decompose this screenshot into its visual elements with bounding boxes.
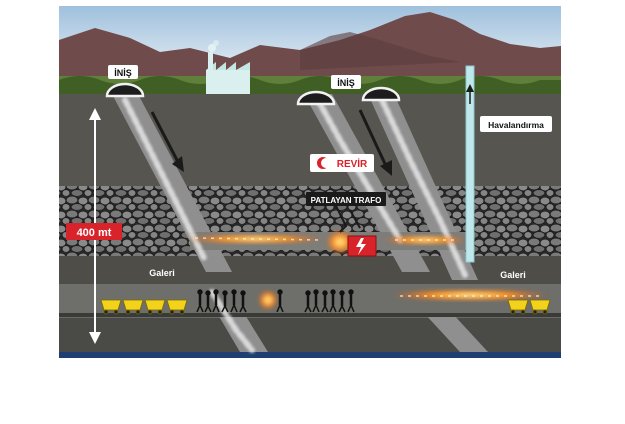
middle-rock-layer [59,256,561,284]
label-ventilation: Havalandırma [480,116,552,132]
miner-icon [239,290,247,313]
lower-rock-layer [59,318,561,352]
label-entrance-right: İNİŞ [331,75,361,89]
arrow-up-icon [466,84,474,104]
miner-icon [321,290,329,313]
depth-indicator: 400 mt [66,108,122,344]
mine-cart-icon [122,299,144,315]
mine-carts-right [507,299,551,315]
miner-icon [204,290,212,313]
label-infirmary: REVİR [310,154,374,172]
label-gallery-left: Galeri [149,268,175,278]
svg-text:İNİŞ: İNİŞ [114,68,132,78]
mine-cart-icon [144,299,166,315]
miner-icon [276,289,284,313]
miner-icon [230,289,238,313]
miner-icon [196,289,204,313]
miner-icon [347,289,355,313]
label-entrance-left: İNİŞ [108,65,138,79]
factory-icon [206,40,250,94]
water-bar [59,352,561,358]
svg-text:400 mt: 400 mt [77,227,112,239]
lightning-icon [356,238,366,255]
mine-cart-icon [100,299,122,315]
svg-text:PATLAYAN TRAFO: PATLAYAN TRAFO [311,196,382,205]
miner-icon [329,289,337,313]
mine-cart-icon [166,299,188,315]
mine-carts-left [100,299,188,315]
entrance-right [361,86,401,102]
miner-icon [304,290,312,313]
label-transformer: PATLAYAN TRAFO [306,192,386,206]
crescent-icon [317,157,331,169]
transformer-box [335,205,377,257]
mine-cart-icon [529,299,551,315]
svg-text:İNİŞ: İNİŞ [337,78,355,88]
mine-cart-icon [507,299,529,315]
label-gallery-right: Galeri [500,270,526,280]
ventilation-pipe [465,65,475,263]
flow-arrows [150,109,392,176]
miner-icon [212,289,220,313]
arrow-down-icon [358,109,392,176]
svg-text:REVİR: REVİR [337,157,368,170]
arrow-down-icon [150,111,184,172]
entrance-left [105,82,145,98]
fire-streaks [185,230,550,310]
miner-icon [312,289,320,313]
entrance-middle [296,90,336,106]
miner-icon [221,290,229,313]
miners [196,289,355,313]
miner-icon [338,290,346,313]
svg-text:Havalandırma: Havalandırma [488,120,544,130]
